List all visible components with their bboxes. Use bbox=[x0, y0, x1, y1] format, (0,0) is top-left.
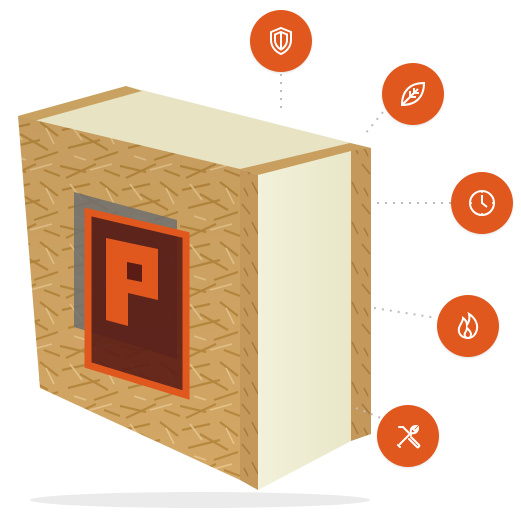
brand-logo bbox=[74, 192, 190, 400]
flame-icon bbox=[437, 295, 499, 357]
top-face bbox=[18, 86, 371, 175]
side-osb-back bbox=[351, 148, 371, 441]
clock-icon bbox=[451, 172, 513, 234]
side-foam bbox=[258, 151, 351, 490]
top-osb-strip-back bbox=[240, 143, 371, 175]
front-osb-edge bbox=[240, 169, 258, 490]
top-osb-strip bbox=[18, 86, 142, 121]
tools-icon bbox=[377, 405, 439, 467]
ground-shadow bbox=[30, 492, 370, 508]
leaf-icon bbox=[382, 63, 444, 125]
shield-icon bbox=[250, 10, 312, 72]
